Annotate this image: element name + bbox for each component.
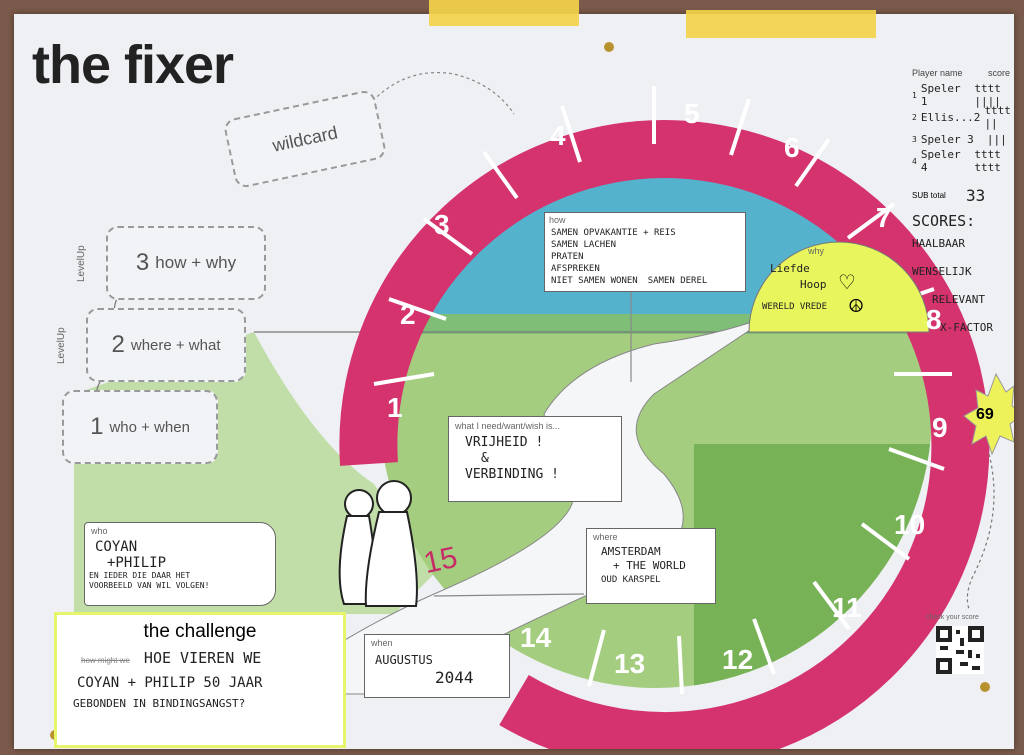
where-line: + THE WORLD [613,559,686,572]
player-pawns [338,480,418,607]
ring-number: 10 [894,509,926,540]
why-item: Liefde [770,262,810,275]
when-note: when AUGUSTUS 2044 [364,634,510,698]
ring-number: 13 [614,648,646,679]
ring-number: 6 [784,132,800,163]
criterion: HAALBAAR [912,237,965,250]
who-label: who [91,526,108,536]
why-item: Hoop [800,278,827,291]
sub-total: 33 [966,185,986,205]
ring-number: 11 [832,592,862,623]
ring-number: 1 [387,392,403,423]
score-header: score [988,68,1011,78]
who-line: EN IEDER DIE DAAR HET [89,571,191,580]
player-row: 3 Speler 3 ||| [912,132,1007,146]
challenge-line: GEBONDEN IN BINDINGSANGST? [73,697,246,710]
ring-numbers: 1 2 3 4 5 6 7 8 9 10 11 12 13 14 [14,14,1014,749]
who-line: VOORBEELD VAN WIL VOLGEN! [89,581,210,590]
ring-number: 14 [520,622,552,653]
tape-strip [429,0,579,26]
level-label: how + why [155,253,237,272]
what-line: & [481,451,489,466]
who-tag: who COYAN +PHILIP EN IEDER DIE DAAR HET … [84,522,276,606]
criterion: WENSELIJK [912,265,972,278]
player-header: Player name [912,68,963,78]
player-row: 4 Speler 4 tttt tttt [912,148,1001,174]
star-score: 69 [976,406,994,423]
when-label: when [371,638,393,648]
ring-number: 8 [926,304,942,335]
where-line: AMSTERDAM [601,545,661,558]
what-line: VRIJHEID ! [465,435,544,450]
level-number: 3 [135,249,150,276]
challenge-title: the challenge [143,621,257,642]
pushpin [980,682,990,692]
ring-number: 7 [876,202,892,233]
how-line: SAMEN LACHEN [551,240,617,250]
player-row: 1 Speler 1 tttt |||| [912,82,1001,108]
challenge-line: HOE VIEREN WE [143,649,262,667]
scoreboard: Player name score 1 Speler 1 tttt |||| 2… [912,62,1022,342]
what-label: what I need/want/wish is... [455,421,561,431]
level-2-card[interactable]: 2 where + what [86,308,246,382]
level-number: 1 [90,413,104,440]
ring-number: 12 [722,644,754,675]
level-label: who + when [109,418,190,436]
when-line: 2044 [435,668,474,687]
page-title: the fixer [32,35,234,95]
game-poster: the fixer [14,0,1014,749]
challenge-line: COYAN + PHILIP 50 JAAR [77,675,263,691]
tape-strip [686,10,876,38]
who-line: COYAN [95,539,138,555]
challenge-card: the challenge how might we HOE VIEREN WE… [54,612,346,748]
why-sun [748,241,930,333]
pushpin [604,42,614,52]
ring-number: 5 [684,98,700,129]
peace-icon: ☮ [848,296,865,316]
how-line: NIET SAMEN WONEN [551,276,638,286]
why-label: why [808,246,825,256]
why-item: WERELD VREDE [762,302,828,312]
qr-label: check your score [926,614,979,621]
how-line: SAMEN DEREL [647,276,708,286]
ring-number: 2 [400,299,416,330]
ring-number: 9 [932,412,948,443]
ring-number: 3 [434,209,450,240]
what-line: VERBINDING ! [465,467,559,482]
level-label: where + what [130,336,221,354]
where-line: OUD KARSPEL [601,575,661,585]
player-row: 2 Ellis...2 tttt || [912,104,1011,130]
wildcard-label: wildcard [270,121,340,156]
heart-icon: ♡ [838,272,856,294]
challenge-struck: how might we [81,656,130,665]
level-number: 2 [111,331,125,358]
how-note: how SAMEN OPVAKANTIE + REIS SAMEN LACHEN… [544,212,746,292]
how-label: how [549,215,566,225]
when-line: AUGUSTUS [375,653,433,667]
level-up-label: LevelUp [76,245,87,282]
level-1-card[interactable]: 1 who + when [62,390,218,464]
who-line: +PHILIP [107,555,167,571]
score-star [963,372,1014,456]
how-line: SAMEN OPVAKANTIE + REIS [551,228,676,238]
qr-code-icon[interactable] [936,626,984,674]
how-line: PRATEN [551,252,584,262]
wildcard-arrow [353,72,515,125]
criterion: RELEVANT [932,293,985,306]
ring-number: 4 [550,120,566,151]
step-count: 15 [420,540,461,581]
criterion: X-FACTOR [940,321,993,334]
where-note: where AMSTERDAM + THE WORLD OUD KARSPEL [586,528,716,604]
what-note: what I need/want/wish is... VRIJHEID ! &… [448,416,622,502]
level-up-label: LevelUp [56,327,67,364]
how-line: AFSPREKEN [551,264,600,274]
sub-total-label: SUB total [912,190,946,200]
level-3-card[interactable]: 3 how + why [106,226,266,300]
scores-title: SCORES: [912,212,976,230]
where-label: where [593,532,618,542]
